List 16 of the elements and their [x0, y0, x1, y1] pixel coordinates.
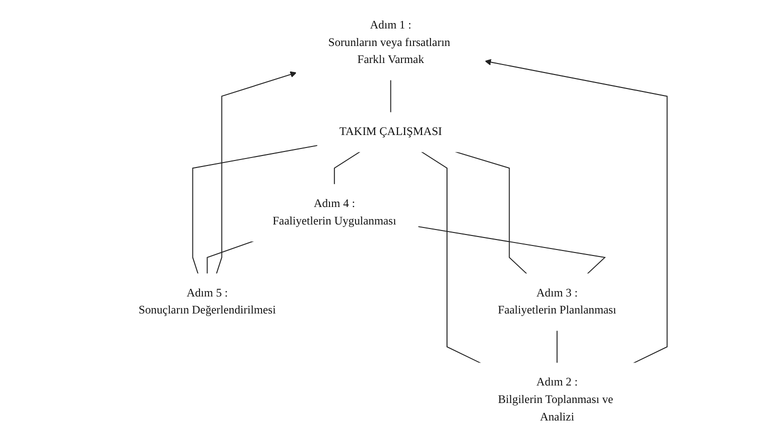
connector [192, 144, 318, 274]
node-text: Adım 4 : Faaliyetlerin Uygulanması [272, 198, 396, 228]
node-text: Adım 1 : Sorunların veya fırsatların Farklı Varmak [328, 18, 450, 66]
arrow [484, 59, 668, 364]
arrow [216, 71, 297, 274]
connector [454, 151, 528, 274]
node-text: Adım 2 : Bilgilerin Toplanması ve Analizi [498, 376, 614, 424]
connector [556, 330, 558, 364]
node-text: Adım 5 : Sonuçların Değerlendirilmesi [138, 286, 276, 317]
connector [418, 226, 606, 274]
connector [420, 151, 482, 364]
connector [334, 151, 360, 185]
node-text: Adım 3 : Faaliyetlerin Planlanması [498, 286, 616, 317]
connector [206, 240, 254, 274]
connector [390, 79, 392, 114]
node-text: TAKIM ÇALIŞMASI [339, 126, 442, 138]
